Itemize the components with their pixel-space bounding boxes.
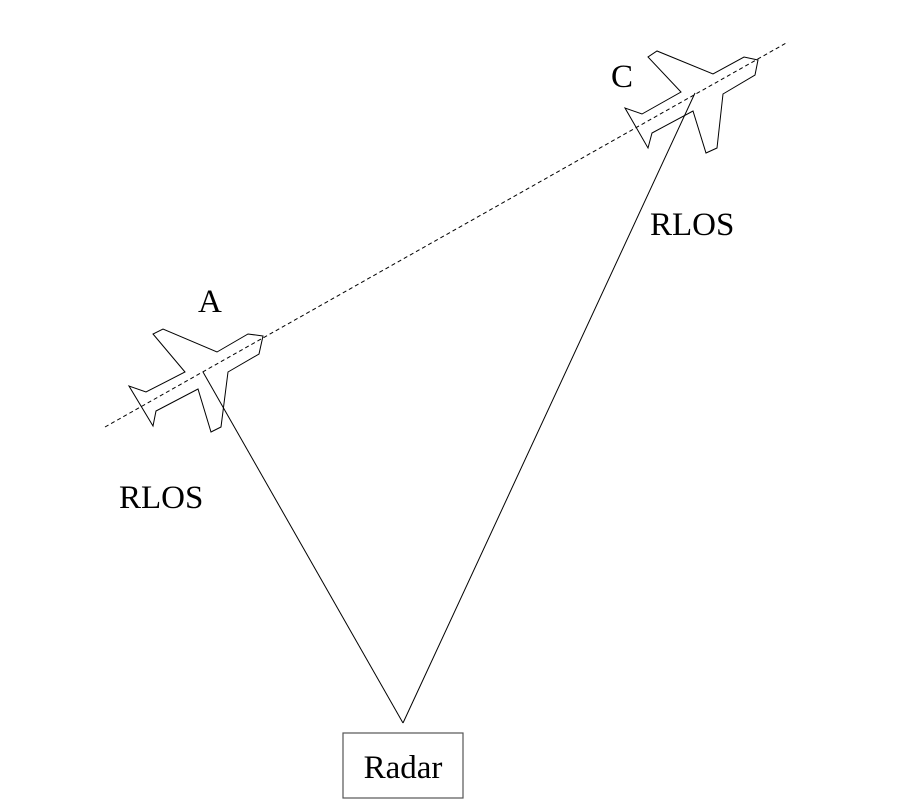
rlos-label-c: RLOS — [650, 207, 734, 243]
aircraft-a-label: A — [198, 284, 222, 320]
flight-path-line — [104, 41, 789, 428]
radar: Radar — [342, 732, 464, 799]
radar-label: Radar — [364, 750, 443, 786]
airplane-icon — [127, 328, 264, 433]
aircraft-c — [623, 50, 759, 154]
rlos-label-a: RLOS — [119, 480, 203, 516]
rlos-line-c — [402, 92, 696, 724]
rlos-line-a — [202, 371, 404, 724]
aircraft-a — [127, 328, 264, 433]
airplane-icon — [623, 50, 759, 154]
radar-box — [342, 732, 464, 799]
aircraft-c-label: C — [611, 59, 633, 95]
